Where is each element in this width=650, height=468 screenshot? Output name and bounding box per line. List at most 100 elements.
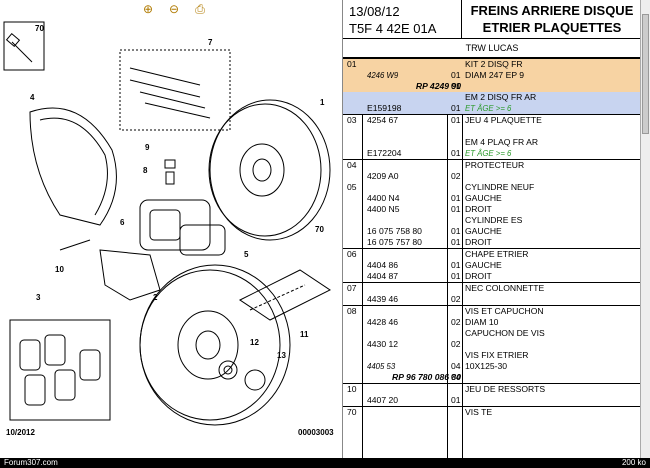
table-cell: EM 4 PLAQ FR AR bbox=[465, 137, 539, 147]
diagram-label: 1 bbox=[320, 98, 325, 107]
table-cell: 02 bbox=[451, 317, 461, 327]
status-bar: Forum307.com 200 ko bbox=[0, 458, 650, 468]
table-row[interactable]: EM 2 DISQ FR AR bbox=[343, 92, 641, 103]
diagram-label: 12 bbox=[250, 338, 259, 347]
table-cell: JEU 4 PLAQUETTE bbox=[465, 115, 542, 125]
table-cell: 4246 W9 bbox=[367, 71, 399, 80]
table-cell: 01 bbox=[347, 59, 357, 69]
table-row[interactable]: EM 4 PLAQ FR AR bbox=[343, 137, 641, 148]
table-cell: 01 bbox=[451, 271, 461, 281]
diagram-label: 5 bbox=[244, 250, 249, 259]
table-cell: 01 bbox=[451, 226, 461, 236]
table-cell: 16 075 757 80 bbox=[367, 237, 422, 247]
table-cell: E172204 bbox=[367, 148, 402, 158]
table-cell: 02 bbox=[451, 171, 461, 181]
table-row[interactable]: 4209 A0 02 bbox=[343, 171, 641, 182]
diagram-drawing: 70 7 4 1 9 8 6 70 10 5 3 2 11 12 13 10/2… bbox=[3, 21, 334, 437]
diagram-label: 2 bbox=[153, 293, 158, 302]
table-cell: 04 bbox=[451, 361, 461, 371]
diagram-toolbar: ⊕ ⊖ ⎙ bbox=[140, 1, 208, 17]
table-cell: ET ÂGE >= 6 bbox=[465, 149, 512, 158]
footer-size: 200 ko bbox=[621, 458, 646, 467]
table-cell: 4209 A0 bbox=[367, 171, 399, 181]
table-cell: 4404 86 bbox=[367, 260, 399, 270]
table-cell: GAUCHE bbox=[465, 260, 502, 270]
table-cell: 02 bbox=[451, 294, 461, 304]
parts-header: 13/08/12 T5F 4 42E 01A FREINS ARRIERE DI… bbox=[343, 0, 641, 39]
vertical-scrollbar[interactable] bbox=[640, 0, 650, 458]
header-title-line1: FREINS ARRIERE DISQUE bbox=[470, 3, 634, 18]
diagram-label: 6 bbox=[120, 218, 125, 227]
table-cell: VIS ET CAPUCHON bbox=[465, 306, 544, 316]
header-date: 13/08/12 bbox=[349, 4, 400, 19]
diagram-label: 70 bbox=[35, 24, 44, 33]
table-row[interactable]: VIS FIX ETRIER bbox=[343, 350, 641, 361]
diagram-label: 70 bbox=[315, 225, 324, 234]
table-cell: VIS TE bbox=[465, 407, 493, 417]
table-cell: 4439 46 bbox=[367, 294, 399, 304]
table-cell: RP 96 780 086 80 bbox=[392, 372, 461, 382]
table-row[interactable]: 70 VIS TE bbox=[343, 406, 641, 418]
table-cell: 01 bbox=[451, 103, 461, 113]
table-cell: JEU DE RESSORTS bbox=[465, 384, 546, 394]
table-row[interactable] bbox=[343, 126, 641, 137]
table-row[interactable]: 01 KIT 2 DISQ FR bbox=[343, 58, 641, 70]
footer-site: Forum307.com bbox=[4, 458, 58, 467]
brand-label: TRW LUCAS bbox=[343, 39, 641, 58]
table-cell: 01 bbox=[451, 81, 461, 91]
zoom-out-icon[interactable]: ⊖ bbox=[168, 2, 180, 16]
table-cell: DIAM 10 bbox=[465, 317, 499, 327]
header-title-line2: ETRIER PLAQUETTES bbox=[482, 20, 622, 35]
diagram-label: 10 bbox=[55, 265, 64, 274]
table-row[interactable]: CAPUCHON DE VIS bbox=[343, 328, 641, 339]
table-cell: 4400 N4 bbox=[367, 193, 400, 203]
table-cell: 4404 87 bbox=[367, 271, 399, 281]
table-cell: 07 bbox=[347, 283, 357, 293]
table-cell: 70 bbox=[347, 407, 357, 417]
print-icon[interactable]: ⎙ bbox=[195, 1, 205, 16]
table-cell: 03 bbox=[347, 115, 357, 125]
table-cell: 4400 N5 bbox=[367, 204, 400, 214]
table-row[interactable]: 4439 46 02 bbox=[343, 294, 641, 305]
table-cell: 01 bbox=[451, 204, 461, 214]
table-row[interactable]: CYLINDRE ES bbox=[343, 215, 641, 226]
zoom-in-icon[interactable]: ⊕ bbox=[142, 2, 154, 16]
diagram-date: 10/2012 bbox=[6, 428, 35, 437]
scrollbar-thumb[interactable] bbox=[642, 14, 649, 134]
table-cell: CYLINDRE NEUF bbox=[465, 182, 535, 192]
table-cell: CHAPE ETRIER bbox=[465, 249, 529, 259]
table-cell: KIT 2 DISQ FR bbox=[465, 59, 523, 69]
diagram-code: 00003003 bbox=[298, 428, 334, 437]
table-cell: 04 bbox=[451, 372, 461, 382]
table-cell: DROIT bbox=[465, 204, 492, 214]
table-row[interactable]: 4400 N5 01 DROIT bbox=[343, 204, 641, 215]
table-row[interactable]: 4404 86 01 GAUCHE bbox=[343, 260, 641, 271]
table-cell: CYLINDRE ES bbox=[465, 215, 523, 225]
table-cell: 01 bbox=[451, 70, 461, 80]
table-cell: 01 bbox=[451, 260, 461, 270]
diagram-label: 3 bbox=[36, 293, 41, 302]
table-cell: 06 bbox=[347, 249, 357, 259]
table-row[interactable]: 06 CHAPE ETRIER bbox=[343, 248, 641, 260]
diagram-label: 11 bbox=[300, 330, 309, 339]
